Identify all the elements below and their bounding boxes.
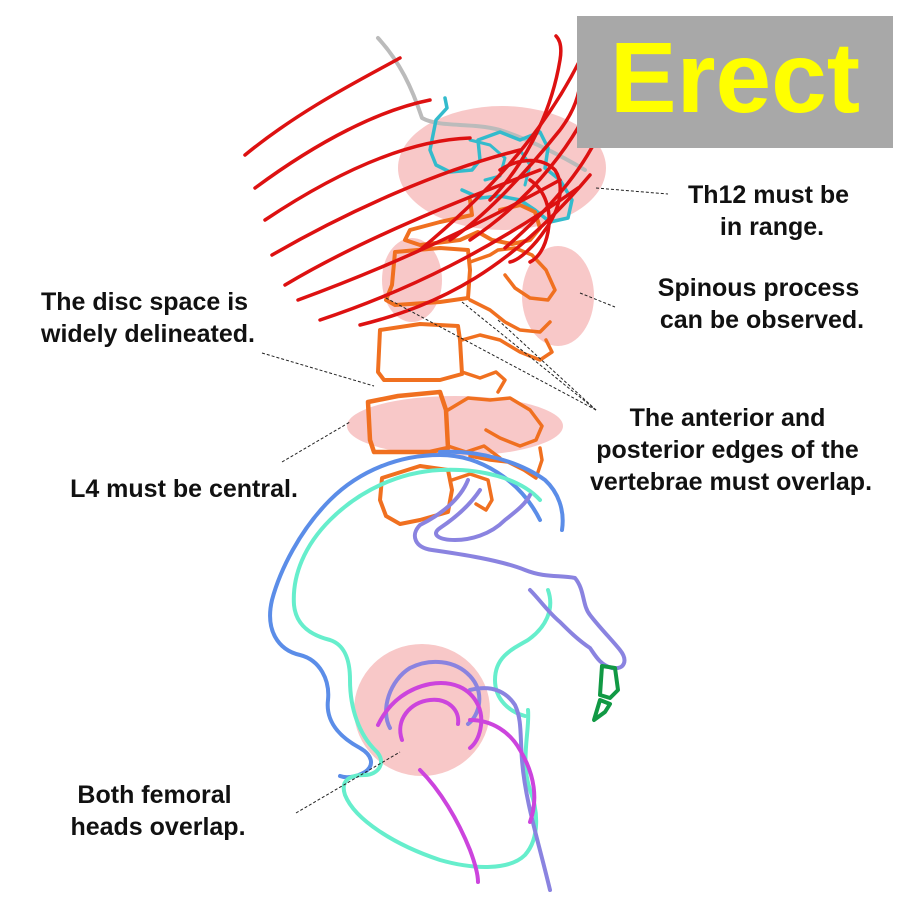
pelvis-outline-blue bbox=[268, 453, 542, 780]
pelvis-outline-cyan bbox=[291, 467, 542, 869]
vertebra-l4 bbox=[365, 389, 451, 455]
annotation-vertebrae-edges: The anterior and posterior edges of the … bbox=[590, 404, 872, 496]
annotation-l4: L4 must be central. bbox=[70, 475, 298, 503]
pelvis-rim-blue bbox=[438, 449, 565, 532]
leader-lines bbox=[261, 187, 669, 814]
ilium-inner-cyan bbox=[493, 588, 553, 718]
annotation-th12: Th12 must be in range. bbox=[688, 181, 856, 241]
view-badge-background bbox=[577, 16, 893, 148]
highlight-regions bbox=[347, 106, 606, 776]
leader-th12 bbox=[595, 187, 669, 195]
leader-femoral bbox=[295, 751, 401, 814]
coccyx bbox=[592, 664, 620, 722]
highlight-femoral-heads bbox=[354, 644, 490, 776]
highlight-spinous-process bbox=[522, 246, 594, 346]
annotation-spinous-process: Spinous process can be observed. bbox=[658, 274, 866, 334]
annotation-femoral-heads: Both femoral heads overlap. bbox=[70, 781, 245, 841]
view-badge: Erect bbox=[577, 16, 893, 148]
ribs bbox=[243, 16, 615, 327]
view-badge-text: Erect bbox=[610, 22, 860, 134]
sacrum bbox=[412, 478, 627, 671]
leader-disc bbox=[261, 352, 375, 387]
annotation-disc-space: The disc space is widely delineated. bbox=[40, 288, 255, 348]
leader-spinous bbox=[579, 292, 616, 308]
leader-edges-2 bbox=[461, 301, 597, 411]
annotations: Th12 must be in range. Spinous process c… bbox=[40, 181, 872, 841]
leader-edges-3 bbox=[497, 319, 597, 411]
femoral-heads bbox=[376, 659, 552, 892]
leader-l4 bbox=[281, 421, 351, 463]
sacrum-inner bbox=[434, 488, 532, 542]
